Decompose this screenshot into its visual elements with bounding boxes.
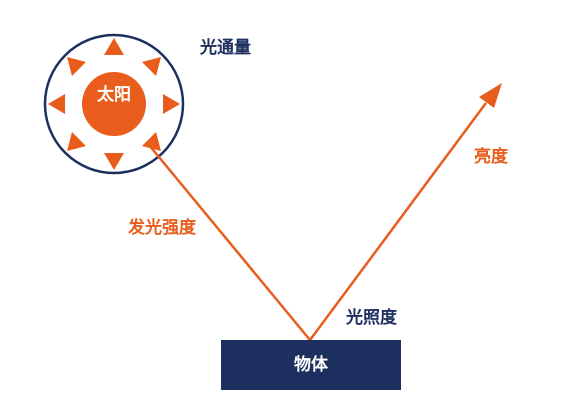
sun-ray-right — [163, 94, 180, 114]
sun-ray-top — [104, 38, 124, 55]
luminous-intensity-label: 发光强度 — [128, 218, 196, 238]
sun-outline-circle — [43, 33, 185, 175]
sun-label: 太阳 — [97, 85, 131, 105]
incident-ray — [148, 144, 311, 341]
sun-ray-bottom — [104, 153, 124, 170]
sun-disc — [82, 72, 146, 136]
reflected-ray-arrowhead — [479, 83, 502, 108]
object-box: 物体 — [221, 340, 401, 390]
sun-ray-top-left — [67, 57, 86, 76]
luminance-label: 亮度 — [474, 147, 508, 167]
sun-ray-bottom-left — [67, 132, 86, 151]
sun-ray-top-right — [142, 57, 161, 76]
sun-rays — [48, 38, 180, 170]
reflected-ray — [308, 102, 488, 341]
sun-ray-bottom-right — [142, 132, 161, 151]
illuminance-label: 光照度 — [346, 308, 397, 328]
sun-ray-left — [48, 94, 65, 114]
object-label: 物体 — [294, 354, 328, 375]
luminous-flux-label: 光通量 — [200, 38, 251, 58]
